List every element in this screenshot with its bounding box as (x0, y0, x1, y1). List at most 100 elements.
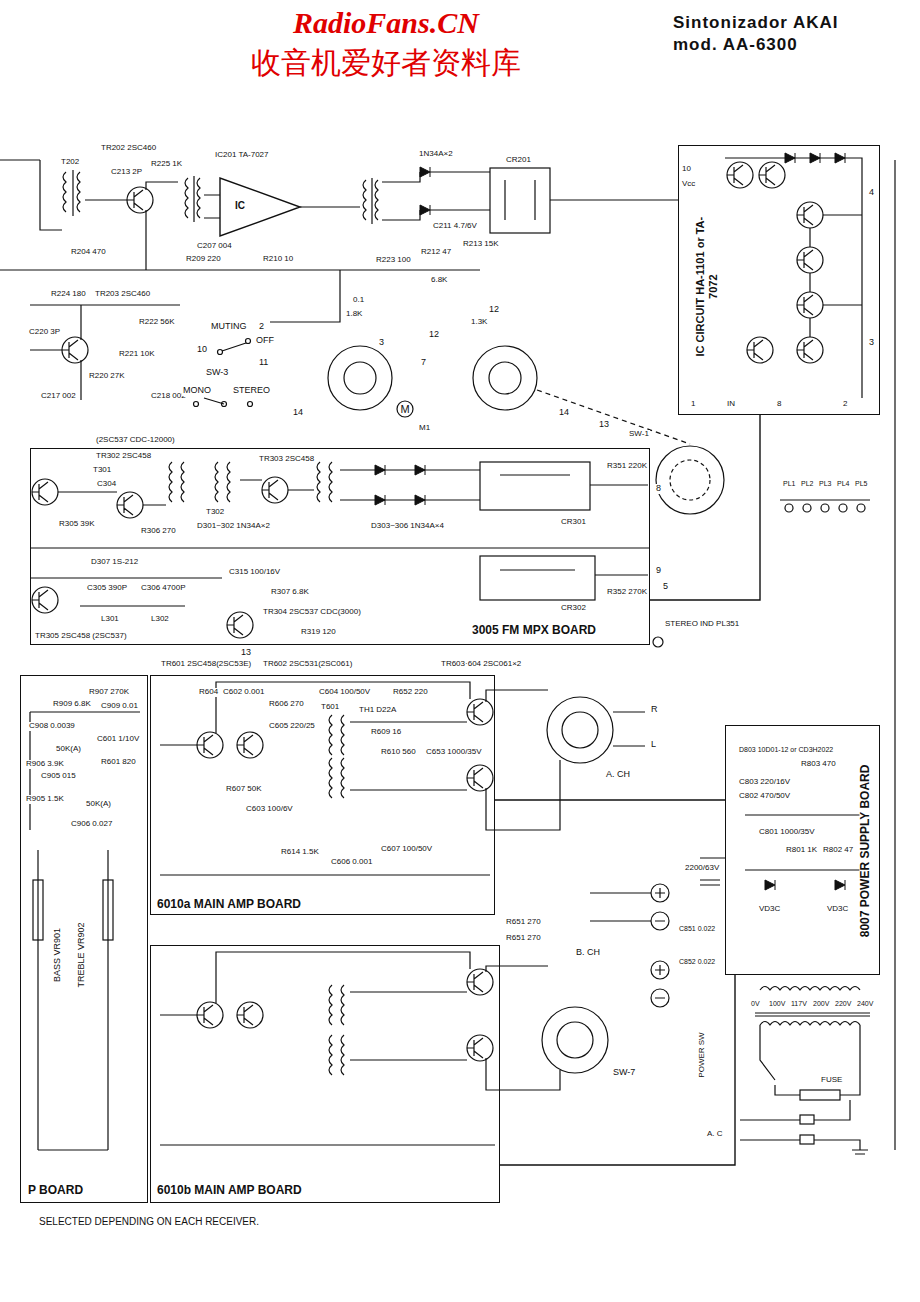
component-symbol (760, 987, 860, 991)
component-label: C604 100/50V (318, 688, 371, 697)
wire (58, 480, 314, 505)
component-box (800, 1090, 840, 1100)
component-symbol (329, 758, 332, 798)
component-label: 14 (558, 408, 570, 418)
component-symbol (760, 1022, 860, 1026)
component-label: 8 (776, 400, 782, 409)
component-symbol (341, 758, 344, 798)
component-label: VD3C (826, 905, 849, 914)
component-label: D301~302 1N34A×2 (196, 522, 271, 531)
symbol-circle (785, 504, 793, 512)
component-symbol (127, 187, 153, 213)
symbol-circle (218, 350, 223, 355)
component-label: R307 6.8K (270, 588, 310, 597)
wire (80, 475, 648, 606)
component-symbol (420, 205, 430, 215)
component-label: 1.3K (470, 318, 488, 327)
component-label: (2SC537 CDC-12000) (95, 436, 176, 445)
component-label: C304 (96, 480, 117, 489)
symbol-circle (670, 460, 710, 500)
component-box (103, 880, 113, 940)
box-label: 3005 FM MPX BOARD (471, 624, 597, 638)
component-label: STEREO IND PL351 (664, 620, 740, 629)
component-label: C306 4700P (140, 584, 186, 593)
component-symbol (32, 587, 58, 613)
component-label: MUTING (210, 322, 248, 332)
component-label: R204 470 (70, 248, 107, 257)
wire (160, 682, 470, 745)
symbol-circle (328, 346, 392, 410)
box-label: 6010a MAIN AMP BOARD (156, 898, 302, 912)
component-label: R213 15K (462, 240, 500, 249)
component-symbol (169, 462, 172, 502)
component-label: D307 1S-212 (90, 558, 139, 567)
component-label: 13 (598, 420, 610, 430)
caption: SELECTED DEPENDING ON EACH RECEIVER. (38, 1216, 260, 1227)
wire (30, 548, 650, 578)
component-box (480, 556, 595, 600)
component-label: C605 220/25 (268, 722, 316, 731)
component-label: PL4 (836, 480, 850, 488)
symbol-circle (248, 402, 253, 407)
symbol-circle (803, 504, 811, 512)
component-label: 2 (258, 322, 265, 332)
component-label: T202 (60, 158, 80, 167)
component-symbol (227, 612, 253, 638)
wire (72, 170, 73, 216)
component-label: TR304 2SC537 CDC(3000) (262, 608, 362, 617)
component-label: R610 560 (380, 748, 417, 757)
component-symbol (32, 479, 58, 505)
triangle-outline (200, 148, 320, 240)
component-label: C217 002 (40, 392, 77, 401)
component-label: C801 1000/35V (758, 828, 816, 837)
component-label: R352 270K (606, 588, 648, 597)
component-label: R221 10K (118, 350, 156, 359)
component-label: T601 (320, 703, 340, 712)
component-label: C213 2P (110, 168, 143, 177)
component-label: IN (726, 400, 736, 409)
component-label: R (650, 705, 659, 715)
component-symbol (467, 1035, 493, 1061)
component-symbol (810, 153, 820, 163)
wire (382, 172, 420, 220)
component-label: 3 (378, 338, 385, 348)
component-label: PL2 (800, 480, 814, 488)
component-label: R909 6.8K (52, 700, 92, 709)
component-symbol (77, 172, 80, 212)
component-label: Vcc (681, 180, 696, 189)
component-label: 2 (842, 400, 848, 409)
component-label: R209 220 (185, 255, 222, 264)
component-label: R651 270 (505, 934, 542, 943)
wire (725, 158, 862, 398)
component-label: TH1 D22A (358, 706, 397, 715)
meter-symbol: M (396, 400, 414, 418)
component-symbol (197, 1002, 223, 1028)
component-symbol (63, 172, 66, 212)
component-label: C908 0.0039 (28, 722, 76, 731)
component-label: 1.8K (345, 310, 363, 319)
box-label: IC CIRCUIT HA-1101 or TA-7072 (694, 210, 719, 362)
meter-circle (397, 401, 413, 417)
component-label: CR201 (505, 156, 532, 165)
component-symbol (747, 337, 773, 363)
wire (30, 712, 140, 1150)
wire (270, 270, 340, 322)
symbol-circle (344, 362, 376, 394)
component-symbol (797, 202, 823, 228)
component-label: 1N34A×2 (418, 150, 454, 159)
component-label: A. CH (605, 770, 631, 780)
component-box (33, 880, 43, 940)
component-label: 3 (868, 338, 875, 348)
component-label: STEREO (232, 386, 271, 396)
component-label: BASS VR901 (53, 927, 63, 983)
component-label: R906 3.9K (25, 760, 65, 769)
component-symbol (227, 462, 230, 502)
wire (537, 390, 690, 444)
component-box (490, 168, 550, 233)
component-label: C207 004 (196, 242, 233, 251)
component-label: TR202 2SC460 (100, 144, 157, 153)
component-label: MONO (182, 386, 212, 396)
